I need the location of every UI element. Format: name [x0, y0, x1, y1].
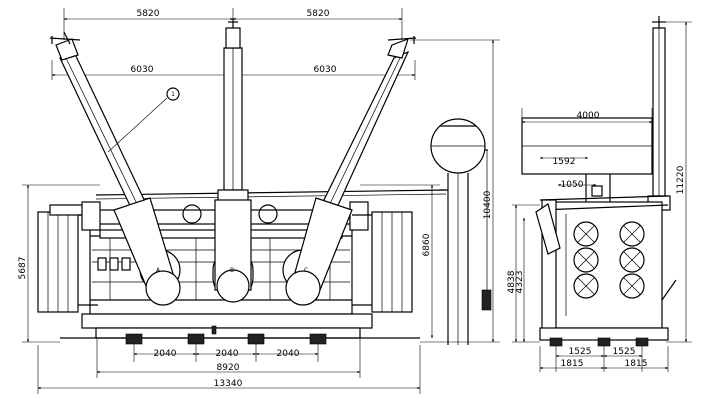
- dim-5687: 5687: [18, 257, 28, 280]
- dim-5820-right: 5820: [307, 9, 330, 19]
- dim-4000: 4000: [577, 111, 600, 121]
- callout-1: 1: [107, 87, 180, 153]
- front-view: 5820 5820 6030 6030 10400 6860 5687: [18, 8, 500, 394]
- radiator-right: [349, 201, 413, 313]
- dim-6030-right: 6030: [314, 65, 337, 75]
- dim-5820-left: 5820: [137, 9, 160, 19]
- dim-4838: 4838: [507, 270, 517, 293]
- dim-1050: 1050: [561, 180, 584, 190]
- phase-label-c: C: [304, 267, 308, 274]
- dim-4323: 4323: [515, 271, 525, 294]
- dim-6860: 6860: [422, 233, 432, 256]
- dim-10400: 10400: [483, 190, 493, 219]
- cooling-fans: [573, 221, 645, 299]
- dim-1525-right: 1525: [613, 347, 636, 357]
- bushing-c: [285, 36, 417, 306]
- dim-1815-left: 1815: [561, 359, 584, 369]
- radiator-left: [37, 201, 101, 313]
- side-view: 4000 1592 1050 11220: [507, 16, 692, 372]
- dim-2040-3: 2040: [277, 349, 300, 359]
- bushing-a: [49, 31, 181, 306]
- dim-1592: 1592: [553, 157, 576, 167]
- conservator-end-view: [430, 118, 492, 345]
- side-tank: [551, 201, 663, 329]
- dim-top-span: 5820 5820: [63, 8, 403, 40]
- dim-13340: 13340: [214, 379, 243, 389]
- bushing-b: [182, 18, 278, 303]
- dim-2040-1: 2040: [154, 349, 177, 359]
- phase-label-a: A: [156, 267, 161, 274]
- dim-6030-left: 6030: [131, 65, 154, 75]
- dim-1815-right: 1815: [625, 359, 648, 369]
- dim-1525-left: 1525: [569, 347, 592, 357]
- phase-label-b: B: [230, 267, 234, 274]
- side-bushing: [647, 16, 671, 211]
- dim-2040-2: 2040: [216, 349, 239, 359]
- dim-8920: 8920: [217, 363, 240, 373]
- callout-number: 1: [171, 91, 175, 98]
- dim-wheels: 2040 2040 2040 8920 13340: [37, 338, 421, 394]
- dim-11220: 11220: [676, 165, 686, 194]
